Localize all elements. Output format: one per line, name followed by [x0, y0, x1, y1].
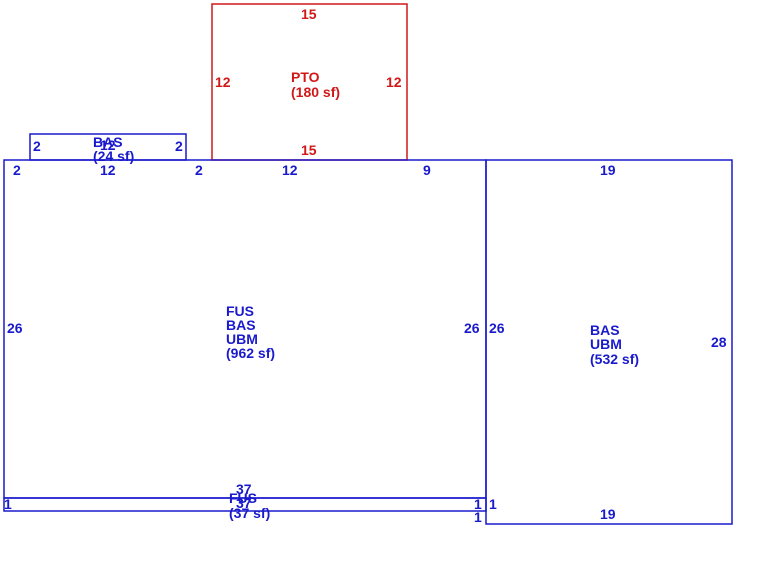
main-dim-top-e: 9 [423, 162, 431, 178]
bas-small-dim-inner: 12 [100, 137, 116, 153]
fus-strip-dim-left: 1 [4, 496, 12, 512]
area-east: BAS UBM (532 sf) 19 19 26 28 [485, 159, 733, 525]
fus-strip-outline [3, 497, 487, 512]
fus-strip-dim-top: 37 [236, 481, 252, 497]
east-dim-top: 19 [600, 162, 616, 178]
pto-dim-left: 12 [215, 74, 231, 90]
fus-strip-dim-bottom: 37 [236, 495, 252, 511]
pto-area-label: (180 sf) [291, 84, 340, 100]
area-pto: PTO (180 sf) 15 15 12 12 [211, 3, 408, 161]
east-outline [485, 159, 733, 525]
main-dim-top-c: 2 [195, 162, 203, 178]
main-dim-top-d: 12 [282, 162, 298, 178]
east-code-bas: BAS [590, 322, 620, 338]
main-dim-top-a: 2 [13, 162, 21, 178]
east-code-ubm: UBM [590, 336, 622, 352]
main-dim-right: 26 [464, 320, 480, 336]
pto-code: PTO [291, 69, 320, 85]
main-code-bas: BAS [226, 317, 256, 333]
east-dim-right: 28 [711, 334, 727, 350]
fus-strip-dim-far-right: 1 [489, 496, 497, 512]
fus-strip-area-label: (37 sf) [229, 505, 270, 521]
pto-dim-right: 12 [386, 74, 402, 90]
pto-dim-top: 15 [301, 6, 317, 22]
bas-small-dim-left: 2 [33, 138, 41, 154]
east-dim-left: 26 [489, 320, 505, 336]
main-code-fus: FUS [226, 303, 254, 319]
fus-strip-dim-right: 1 [474, 496, 482, 512]
main-dim-top-b: 12 [100, 162, 116, 178]
fus-strip-dim-right-b: 1 [474, 509, 482, 525]
area-main: FUS BAS UBM (962 sf) 2 12 2 12 9 26 26 [3, 159, 487, 499]
main-dim-left: 26 [7, 320, 23, 336]
main-code-ubm: UBM [226, 331, 258, 347]
bas-small-code: BAS [93, 134, 123, 150]
area-fus-strip: 37 37 FUS (37 sf) 1 1 1 1 [3, 481, 497, 525]
main-area-label: (962 sf) [226, 345, 275, 361]
east-dim-bottom: 19 [600, 506, 616, 522]
fus-strip-code: FUS [229, 490, 257, 506]
pto-dim-bottom: 15 [301, 142, 317, 158]
bas-small-dim-right: 2 [175, 138, 183, 154]
east-area-label: (532 sf) [590, 351, 639, 367]
